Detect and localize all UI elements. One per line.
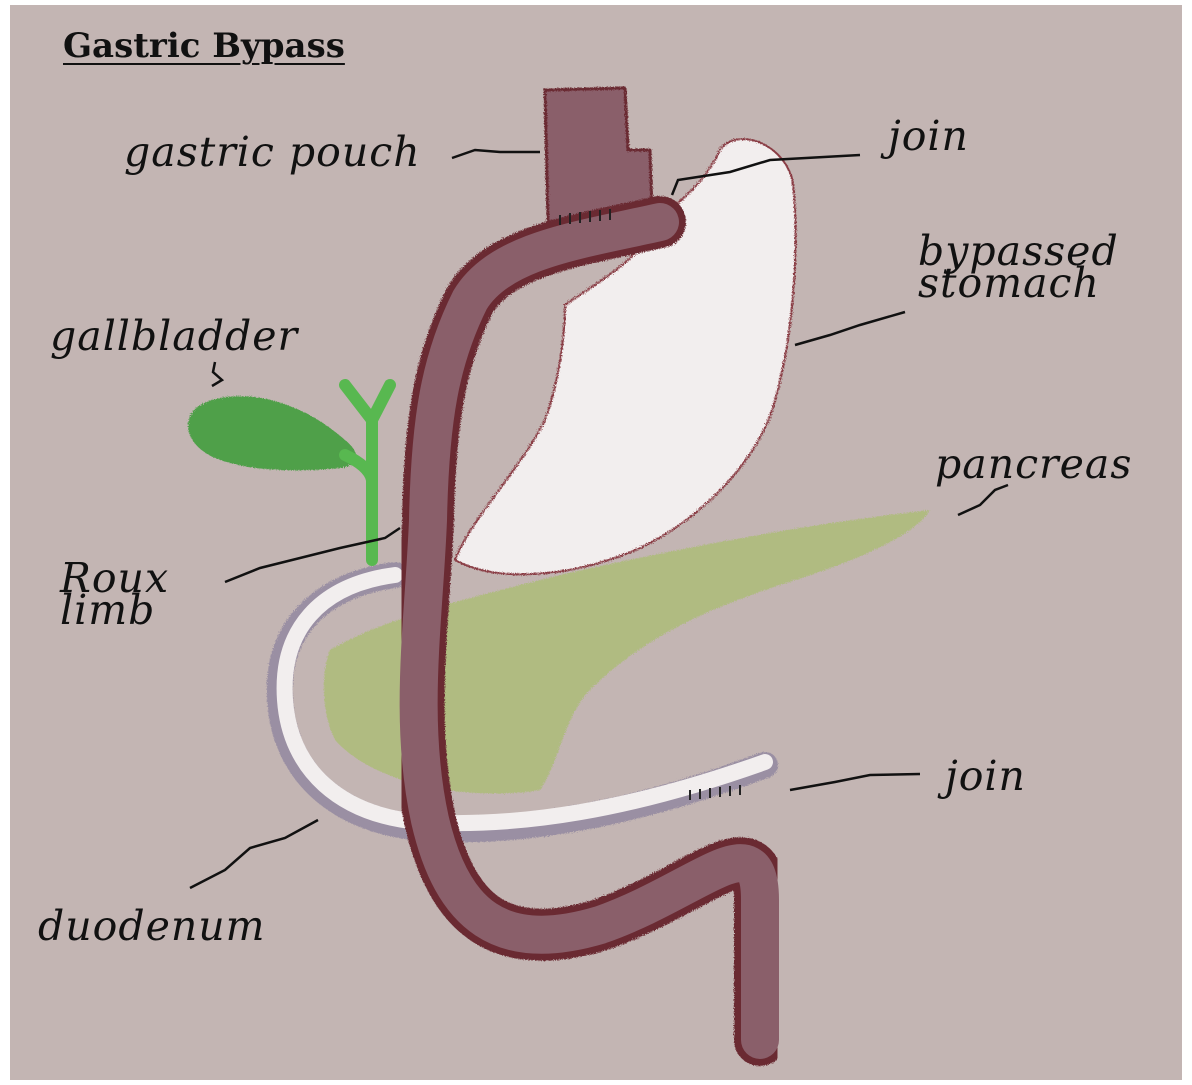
diagram-title: Gastric Bypass <box>63 26 345 66</box>
label-gastric-pouch: gastric pouch <box>124 128 421 176</box>
label-bypassed-line2: stomach <box>918 268 1119 300</box>
label-duodenum: duodenum <box>38 902 266 950</box>
label-roux-line2: limb <box>60 595 169 627</box>
label-join-bottom: join <box>945 752 1026 800</box>
label-roux-limb: Roux limb <box>60 563 169 627</box>
label-pancreas: pancreas <box>935 440 1132 488</box>
label-join-top: join <box>888 112 969 160</box>
label-gallbladder: gallbladder <box>50 312 298 360</box>
label-bypassed-stomach: bypassed stomach <box>918 236 1119 300</box>
